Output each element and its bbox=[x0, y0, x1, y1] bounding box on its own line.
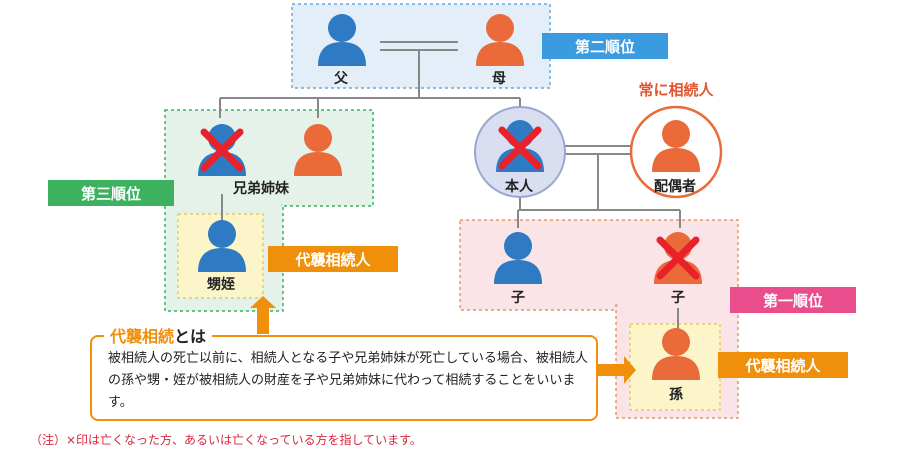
second-rank-badge: 第二順位 bbox=[542, 33, 668, 59]
note-title-rest: とは bbox=[174, 327, 207, 346]
substitute-heir-badge-left: 代襲相続人 bbox=[268, 246, 398, 272]
grandchild-label: 孫 bbox=[669, 387, 683, 403]
third-rank-group bbox=[164, 109, 374, 207]
self-label: 本人 bbox=[505, 179, 533, 195]
note-title-highlight: 代襲相続 bbox=[110, 327, 175, 346]
child-1-label: 子 bbox=[511, 290, 525, 306]
mother-label: 母 bbox=[492, 71, 506, 87]
third-rank-join bbox=[166, 200, 282, 212]
note-title: 代襲相続とは bbox=[104, 323, 213, 347]
always-heir-label: 常に相続人 bbox=[638, 80, 714, 99]
footnote: （注）×印は亡くなった方、あるいは亡くなっている方を指しています。 bbox=[30, 433, 422, 447]
arrow-up-icon bbox=[250, 296, 276, 334]
spouse-label: 配偶者 bbox=[654, 179, 696, 195]
first-rank-join bbox=[617, 300, 737, 312]
first-rank-badge: 第一順位 bbox=[730, 287, 856, 313]
substitute-inheritance-note bbox=[90, 335, 598, 421]
child-2-label: 子 bbox=[671, 290, 685, 306]
father-label: 父 bbox=[334, 71, 348, 87]
substitute-heir-badge-right: 代襲相続人 bbox=[718, 352, 848, 378]
arrow-right-icon bbox=[598, 356, 636, 384]
nephews-nieces-label: 甥姪 bbox=[207, 277, 235, 293]
family-lines bbox=[219, 41, 681, 330]
siblings-label: 兄弟姉妹 bbox=[233, 181, 289, 197]
note-text: 被相続人の死亡以前に、相続人となる子や兄弟姉妹が死亡している場合、被相続人の孫や… bbox=[108, 351, 588, 410]
third-rank-badge: 第三順位 bbox=[48, 180, 174, 206]
